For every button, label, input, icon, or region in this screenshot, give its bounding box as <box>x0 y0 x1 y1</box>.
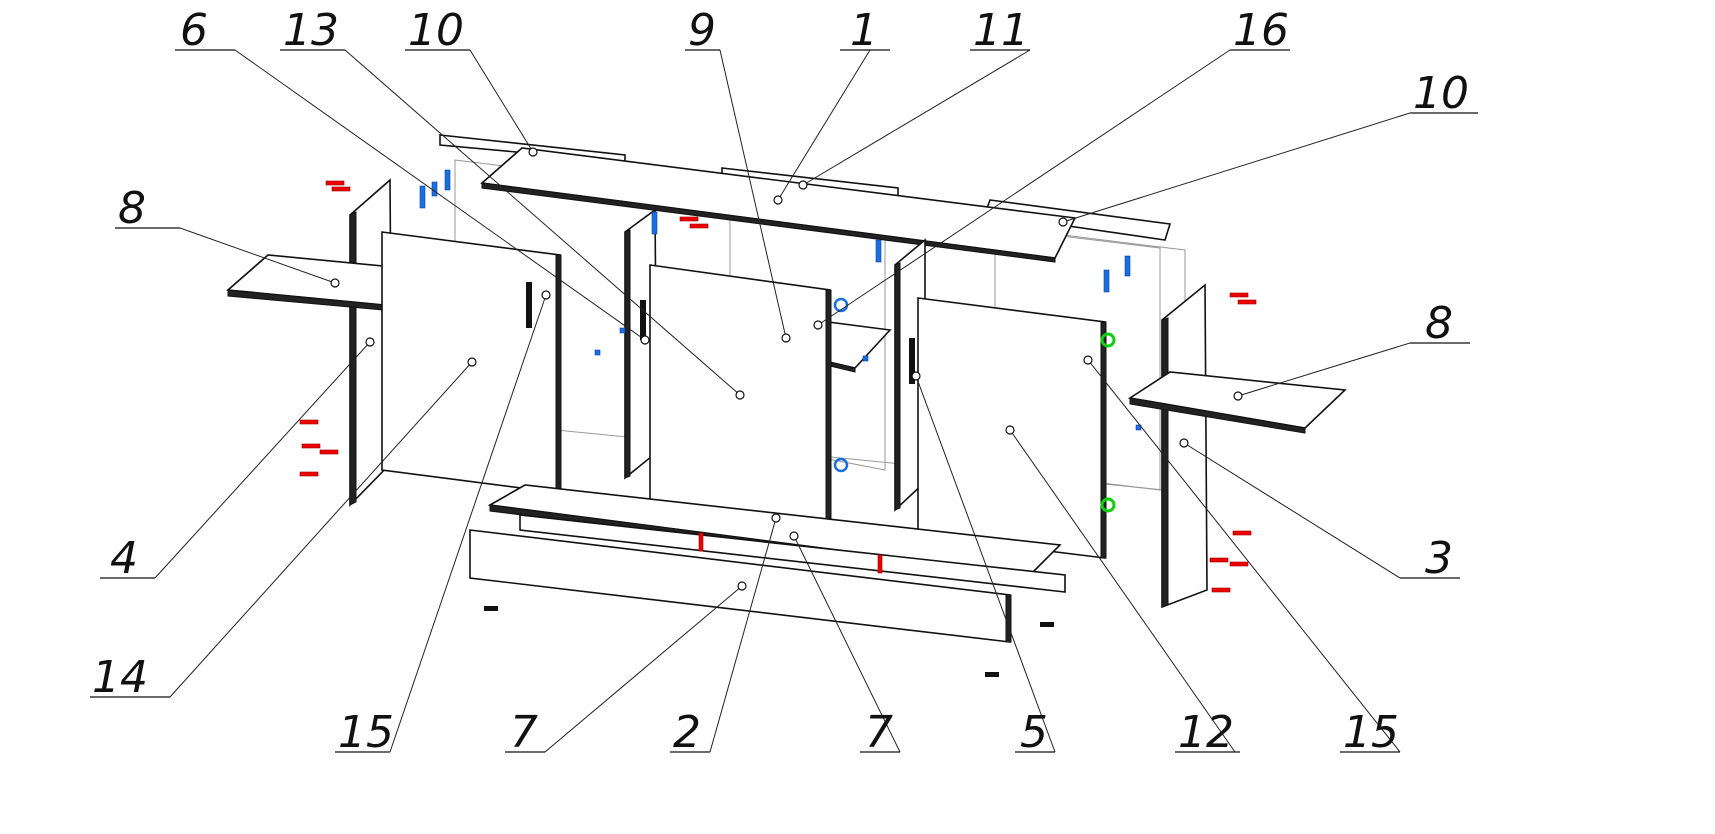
callout-14: 14 <box>92 652 148 703</box>
left-door-handle <box>526 282 532 328</box>
callout-4: 4 <box>110 533 138 584</box>
callout-labels: 6 13 10 9 1 11 16 10 8 8 4 3 14 15 7 2 7… <box>92 5 1469 758</box>
callout-10-right: 10 <box>1413 68 1469 119</box>
callout-underlines <box>90 49 1478 753</box>
top-panel <box>480 147 1077 263</box>
middle-divider-panel <box>624 208 658 480</box>
callout-6: 6 <box>180 5 208 56</box>
blue-fasteners <box>419 169 1142 473</box>
callout-9: 9 <box>688 5 716 56</box>
callout-10-top: 10 <box>408 5 464 56</box>
leader-endpoints <box>330 147 1243 591</box>
callout-12: 12 <box>1178 707 1234 758</box>
callout-11: 11 <box>973 5 1029 56</box>
callout-5: 5 <box>1020 707 1048 758</box>
callout-1: 1 <box>850 5 878 56</box>
callout-7-right: 7 <box>865 707 893 758</box>
leader-lines <box>154 49 1411 753</box>
callout-3: 3 <box>1425 533 1453 584</box>
callout-15-right: 15 <box>1343 707 1399 758</box>
callout-8-right: 8 <box>1425 298 1453 349</box>
callout-8-left: 8 <box>118 183 146 234</box>
feet <box>484 606 1054 677</box>
back-plinth <box>519 514 1066 593</box>
callout-15-left: 15 <box>338 707 394 758</box>
red-fasteners <box>299 180 1257 593</box>
callout-13: 13 <box>283 5 339 56</box>
callout-16: 16 <box>1233 5 1289 56</box>
right-door-handle <box>909 338 915 384</box>
callout-2: 2 <box>673 707 701 758</box>
green-fasteners <box>1100 332 1116 513</box>
callout-7-left: 7 <box>510 707 538 758</box>
